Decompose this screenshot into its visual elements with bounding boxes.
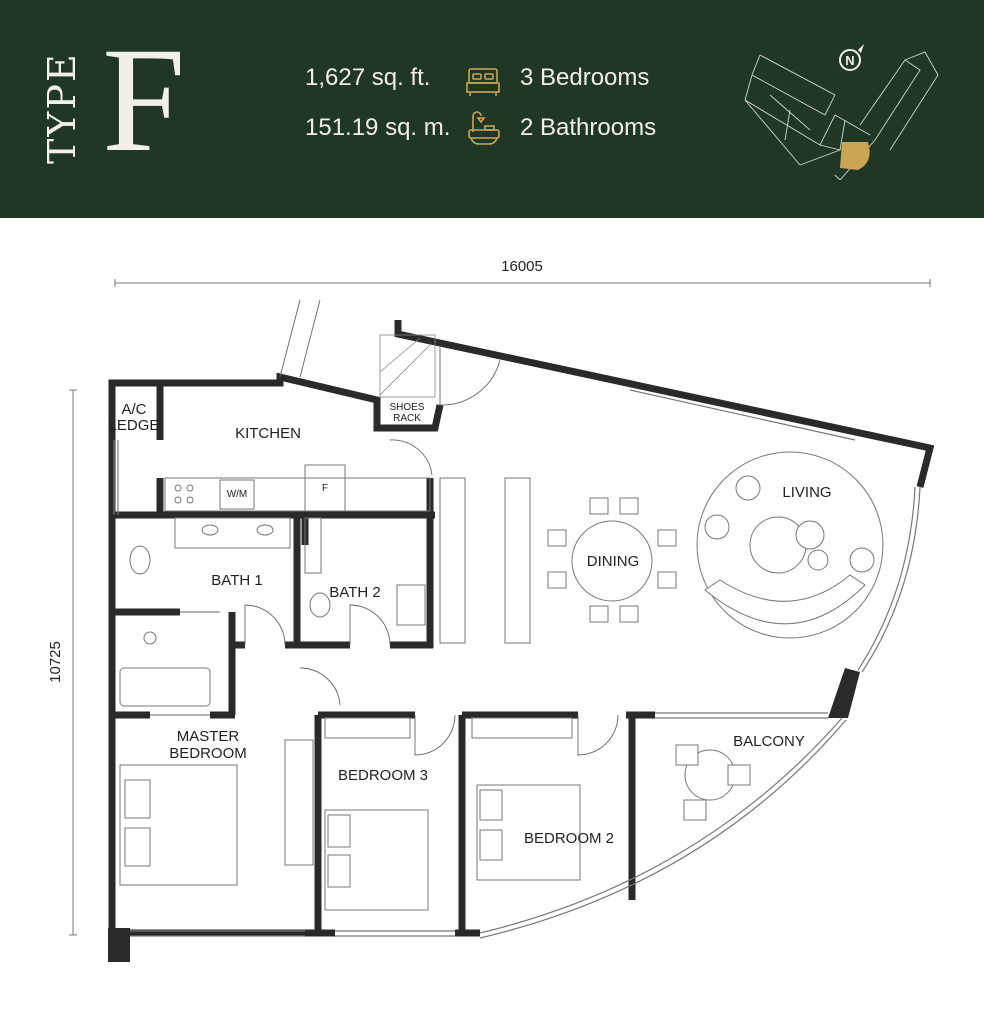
living-set (696, 451, 884, 639)
room-label-bedroom-3: BEDROOM 3 (338, 767, 428, 784)
bathrooms-count: 2 Bathrooms (520, 114, 657, 141)
shoes-rack (379, 334, 436, 398)
kitchen-counter (164, 464, 531, 644)
depth-dimension (69, 389, 77, 936)
dining-table (547, 497, 677, 623)
area-sqft: 1,627 sq. ft. (305, 64, 431, 91)
room-label-balcony: BALCONY (733, 733, 805, 750)
room-label-master-bedroom-2: BEDROOM (169, 745, 247, 762)
north-compass-icon: N (839, 44, 864, 71)
column (108, 928, 130, 962)
room-label-master-bedroom: MASTER (177, 728, 240, 745)
fridge-label: F (322, 483, 328, 494)
room-label-bath-2: BATH 2 (329, 584, 380, 601)
windows (113, 389, 921, 939)
unit-type-letter: F (102, 17, 186, 183)
room-label-dining: DINING (587, 553, 640, 570)
depth-dimension-label: 10725 (47, 641, 64, 683)
floor-plan: 16005 10725 (47, 258, 935, 962)
bathtub-icon (468, 111, 500, 145)
beds (119, 717, 751, 911)
walls (108, 320, 935, 960)
room-label-ac-ledge-2: LEDGE (109, 417, 160, 434)
doors (150, 299, 619, 756)
header-banner: TYPE F 1,627 sq. ft. 151.19 sq. m. 3 Bed… (0, 0, 984, 218)
room-label-kitchen: KITCHEN (235, 425, 301, 442)
room-label-bedroom-2: BEDROOM 2 (524, 830, 614, 847)
room-label-shoes-rack-2: RACK (393, 413, 421, 424)
width-dimension-label: 16005 (501, 258, 543, 275)
area-sqm: 151.19 sq. m. (305, 114, 451, 141)
room-label-living: LIVING (782, 484, 831, 501)
key-plan-icon: N (744, 44, 939, 180)
unit-highlight (840, 142, 870, 170)
washing-machine-label: W/M (227, 489, 248, 500)
bath-fixtures (119, 517, 426, 707)
type-label: TYPE (40, 52, 84, 164)
room-label-bath-1: BATH 1 (211, 572, 262, 589)
room-label-ac-ledge: A/C (121, 401, 146, 418)
room-label-shoes-rack: SHOES (389, 402, 424, 413)
bedrooms-count: 3 Bedrooms (520, 64, 650, 91)
column (828, 668, 860, 718)
width-dimension (114, 279, 931, 287)
svg-text:N: N (845, 53, 854, 68)
bed-icon (466, 68, 500, 96)
